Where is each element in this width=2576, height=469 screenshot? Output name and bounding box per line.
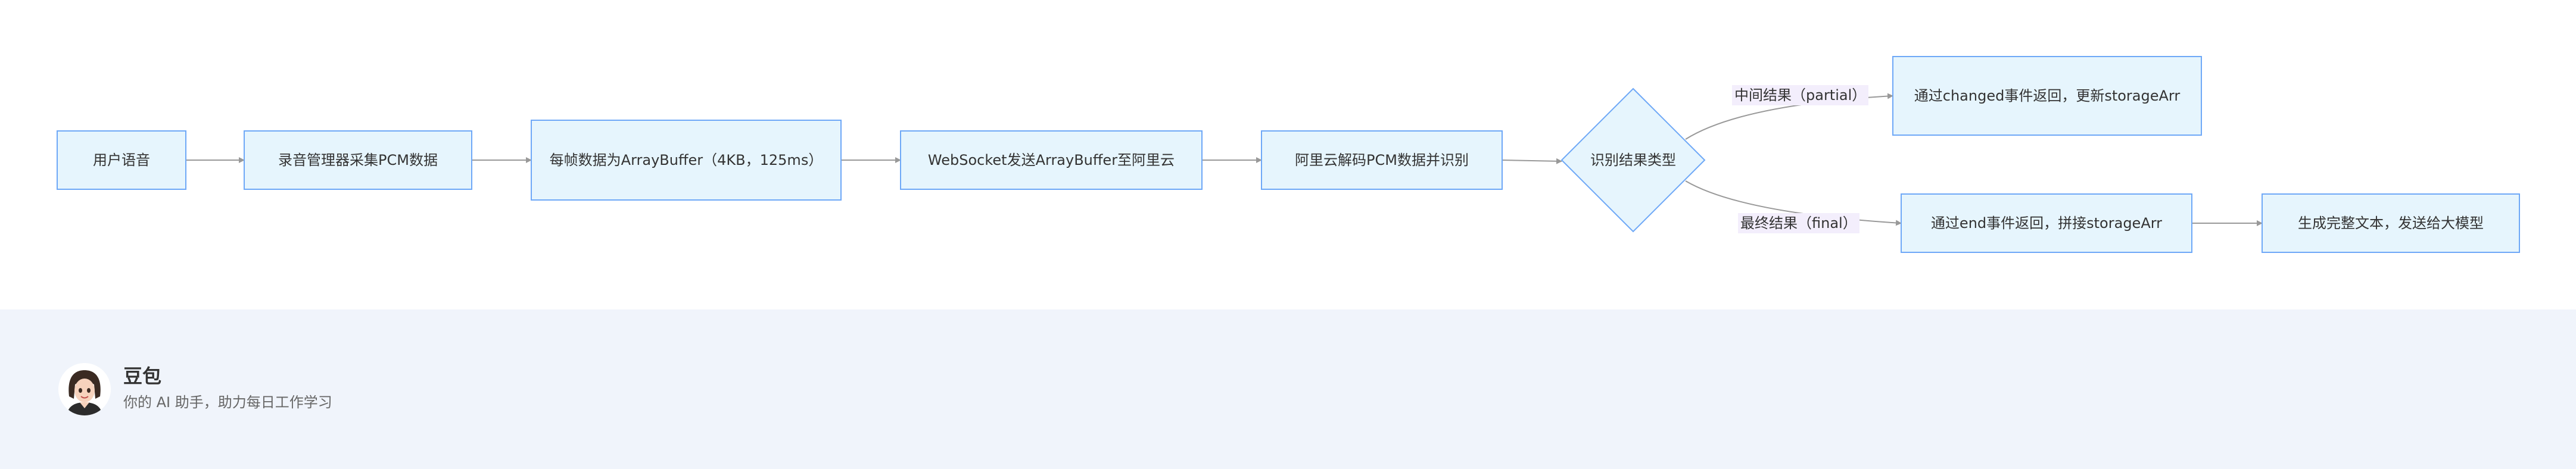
node-label-end: 通过end事件返回，拼接storageArr [1930,215,2163,232]
node-shape-aliyun [1261,130,1503,190]
edge-aliyun-to-decision [1502,158,1562,164]
brand-name: 豆包 [123,365,162,387]
node-shape-recorder [244,130,472,190]
node-label-frame: 每帧数据为ArrayBuffer（4KB，125ms） [549,152,823,168]
node-shape-final-text [2262,193,2520,253]
node-label-user-voice: 用户语音 [93,152,150,168]
node-label-final-text: 生成完整文本，发送给大模型 [2298,215,2484,232]
node-label-decision: 识别结果类型 [1590,152,1676,168]
node-label-websocket: WebSocket发送ArrayBuffer至阿里云 [927,152,1175,168]
edge-decision-to-end [1685,180,1902,226]
node-shape-user-voice [57,130,186,190]
edge-label-end: 最终结果（final） [1738,213,1859,233]
node-label-aliyun: 阿里云解码PCM数据并识别 [1295,152,1469,168]
node-shape-websocket [900,130,1203,190]
doubao-avatar-icon [58,363,111,415]
node-label-recorder: 录音管理器采集PCM数据 [278,152,438,168]
node-shape-decision [1560,87,1706,233]
footer-banner: 豆包 你的 AI 助手，助力每日工作学习 [0,309,2576,469]
brand-tagline: 你的 AI 助手，助力每日工作学习 [123,394,332,411]
node-shape-frame [531,120,842,201]
edge-label-changed: 中间结果（partial） [1732,85,1869,105]
node-shape-changed [1892,56,2202,136]
node-label-changed: 通过changed事件返回，更新storageArr [1914,87,2181,104]
flowchart: 用户语音 录音管理器采集PCM数据 每帧数据为ArrayBuffer（4KB，125… [57,56,2520,253]
flowchart-canvas [57,56,2520,253]
node-shape-end [1901,193,2192,253]
